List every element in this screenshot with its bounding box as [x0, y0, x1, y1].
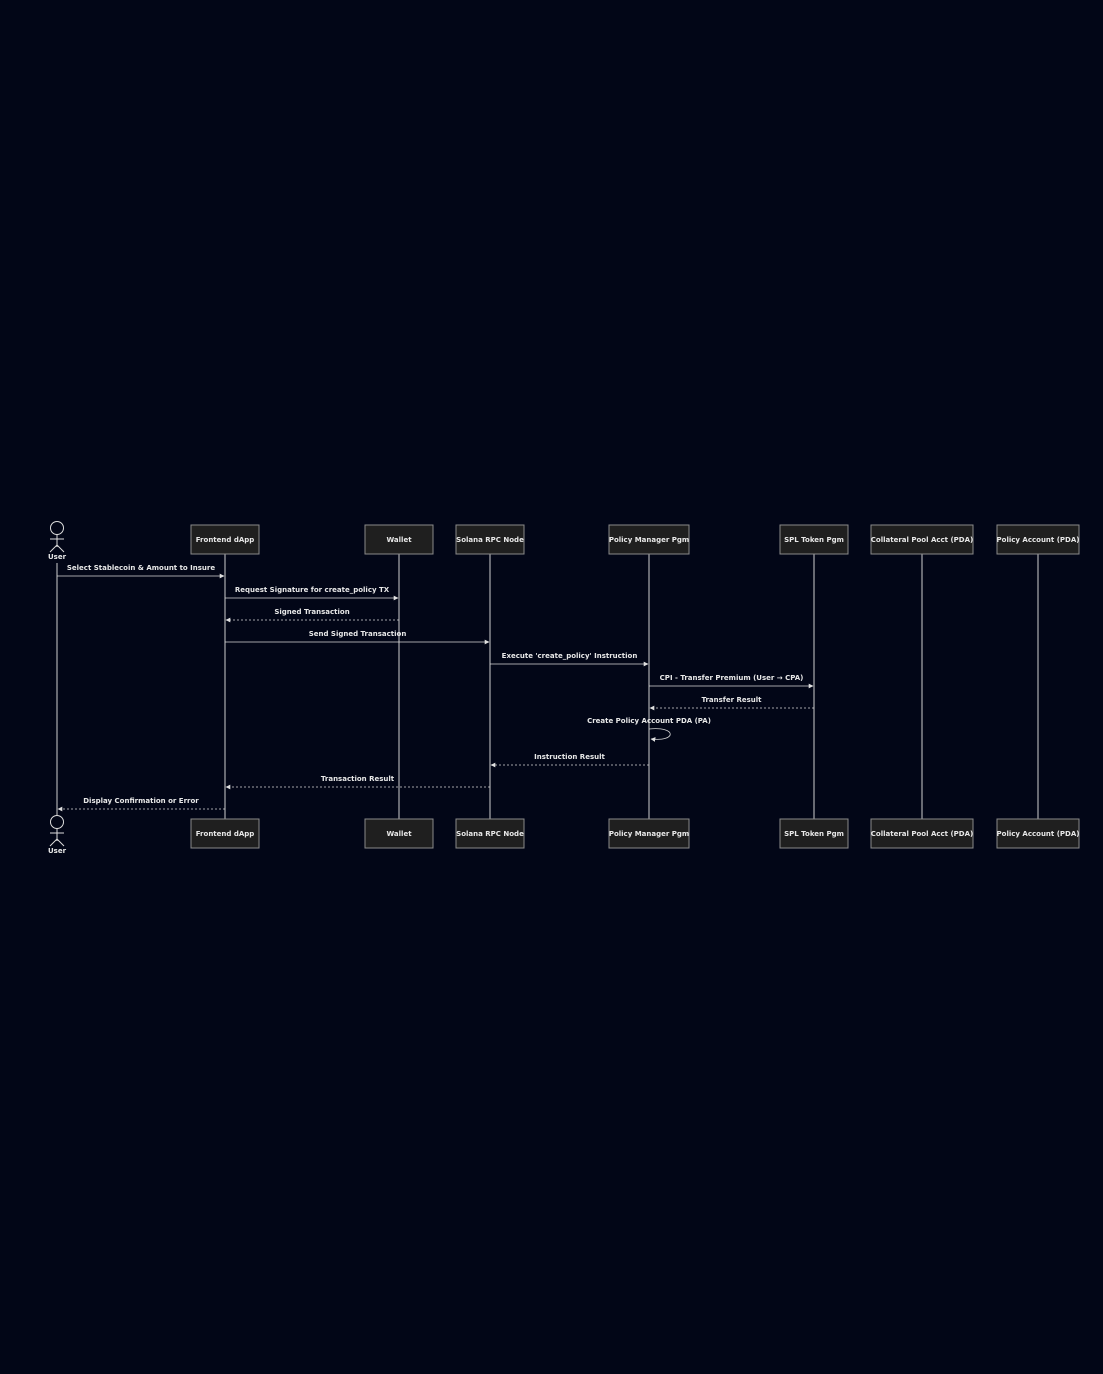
participant-wallet-top: Wallet: [364, 524, 434, 555]
participant-box: [996, 818, 1080, 849]
message-6: CPI - Transfer Premium (User → CPA): [649, 674, 814, 689]
participant-spl-token-pgm-top: SPL Token Pgm: [779, 524, 849, 555]
message-3: Signed Transaction: [225, 608, 399, 623]
participant-label: Wallet: [386, 536, 412, 544]
messages-layer: Select Stablecoin & Amount to InsureRequ…: [57, 564, 814, 812]
participant-wallet-bottom: Wallet: [364, 818, 434, 849]
participant-policy-manager-pgm-bottom: Policy Manager Pgm: [608, 818, 690, 849]
participant-label: Wallet: [386, 830, 412, 838]
message-label: Request Signature for create_policy TX: [235, 586, 390, 594]
actor-leg-left-icon: [49, 838, 58, 847]
participant-label: SPL Token Pgm: [784, 830, 844, 838]
participant-box: [364, 818, 434, 849]
participant-box: [608, 524, 690, 555]
participant-box: [190, 524, 260, 555]
message-1: Select Stablecoin & Amount to Insure: [57, 564, 225, 579]
participant-box: [870, 818, 974, 849]
participant-policy-account-pda-bottom: Policy Account (PDA): [996, 818, 1080, 849]
participant-solana-rpc-node-top: Solana RPC Node: [455, 524, 525, 555]
actor-top: User: [48, 521, 67, 561]
participant-box: [364, 524, 434, 555]
actor-bottom: User: [48, 815, 67, 855]
participant-spl-token-pgm-bottom: SPL Token Pgm: [779, 818, 849, 849]
message-label: CPI - Transfer Premium (User → CPA): [660, 674, 804, 682]
actor-label-top: User: [48, 553, 67, 561]
participant-label: SPL Token Pgm: [784, 536, 844, 544]
actor-leg-right-icon: [56, 838, 65, 847]
participant-policy-account-pda-top: Policy Account (PDA): [996, 524, 1080, 555]
lifelines-layer: [56, 554, 1039, 819]
participant-label: Collateral Pool Acct (PDA): [871, 536, 973, 544]
message-label: Signed Transaction: [274, 608, 349, 616]
participant-frontend-dapp-bottom: Frontend dApp: [190, 818, 260, 849]
message-5: Execute 'create_policy' Instruction: [490, 652, 649, 667]
message-label: Transaction Result: [321, 775, 395, 783]
participant-label: Policy Account (PDA): [997, 536, 1080, 544]
actor-head-icon: [50, 521, 64, 535]
participant-label: Frontend dApp: [196, 536, 255, 544]
participant-frontend-dapp-top: Frontend dApp: [190, 524, 260, 555]
message-7: Transfer Result: [649, 696, 814, 711]
participant-label: Policy Manager Pgm: [609, 830, 689, 838]
message-9: Instruction Result: [490, 753, 649, 768]
message-8: Create Policy Account PDA (PA): [587, 717, 711, 742]
message-4: Send Signed Transaction: [225, 630, 490, 645]
participant-collateral-pool-acct-pda-bottom: Collateral Pool Acct (PDA): [870, 818, 974, 849]
actor-leg-left-icon: [49, 544, 58, 553]
participants-top-row: User Frontend dApp Wallet Solana RPC Node Po…: [48, 521, 1080, 561]
actor-leg-right-icon: [56, 544, 65, 553]
participant-box: [608, 818, 690, 849]
participant-label: Policy Account (PDA): [997, 830, 1080, 838]
participants-bottom-row: User Frontend dApp Wallet Solana RPC Node Po…: [48, 815, 1080, 855]
message-10: Transaction Result: [225, 775, 490, 790]
participant-policy-manager-pgm-top: Policy Manager Pgm: [608, 524, 690, 555]
message-2: Request Signature for create_policy TX: [225, 586, 399, 601]
message-label: Send Signed Transaction: [309, 630, 407, 638]
participant-box: [779, 524, 849, 555]
message-label: Transfer Result: [701, 696, 762, 704]
participant-solana-rpc-node-bottom: Solana RPC Node: [455, 818, 525, 849]
message-arrow: [648, 728, 671, 742]
participant-label: Solana RPC Node: [456, 536, 524, 544]
message-label: Display Confirmation or Error: [83, 797, 199, 805]
participant-box: [996, 524, 1080, 555]
participant-label: Collateral Pool Acct (PDA): [871, 830, 973, 838]
message-label: Select Stablecoin & Amount to Insure: [67, 564, 216, 572]
participant-box: [779, 818, 849, 849]
actor-head-icon: [50, 815, 64, 829]
message-label: Instruction Result: [534, 753, 605, 761]
participant-box: [455, 524, 525, 555]
participant-box: [455, 818, 525, 849]
participant-collateral-pool-acct-pda-top: Collateral Pool Acct (PDA): [870, 524, 974, 555]
participant-box: [870, 524, 974, 555]
participant-box: [190, 818, 260, 849]
participant-label: Policy Manager Pgm: [609, 536, 689, 544]
message-label: Execute 'create_policy' Instruction: [502, 652, 638, 660]
message-label: Create Policy Account PDA (PA): [587, 717, 711, 725]
actor-label-bottom: User: [48, 847, 67, 855]
participant-label: Frontend dApp: [196, 830, 255, 838]
message-11: Display Confirmation or Error: [57, 797, 225, 812]
participant-label: Solana RPC Node: [456, 830, 524, 838]
